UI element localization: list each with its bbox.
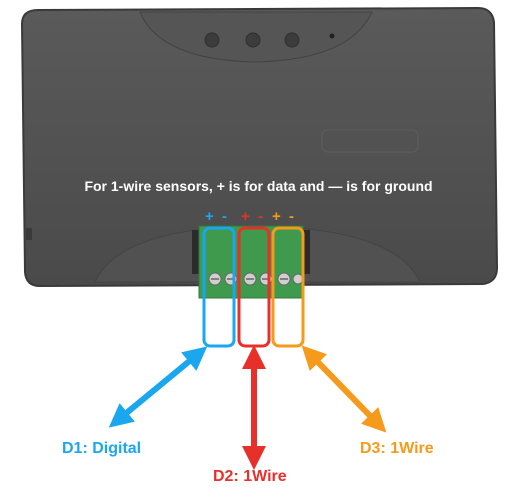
pin-d1-minus: - [222,209,227,224]
pinhole [330,34,335,39]
label-d2: D2: 1Wire [213,468,287,486]
pin-d1-plus: + [205,209,214,224]
embossed-logo [322,130,418,152]
led-2 [246,33,260,47]
caption: For 1-wire sensors, + is for data and — … [0,178,517,194]
pin-d2-minus: - [258,209,263,224]
label-d1: D1: Digital [62,440,141,458]
label-d3: D3: 1Wire [360,440,434,458]
arrow-d1 [118,354,198,420]
arrow-d3 [310,354,378,424]
pin-d2-plus: + [241,209,250,224]
led-1 [205,33,219,47]
pin-d3-plus: + [272,209,281,224]
led-3 [285,33,299,47]
terminal-block [199,226,303,298]
pin-d3-minus: - [289,209,294,224]
